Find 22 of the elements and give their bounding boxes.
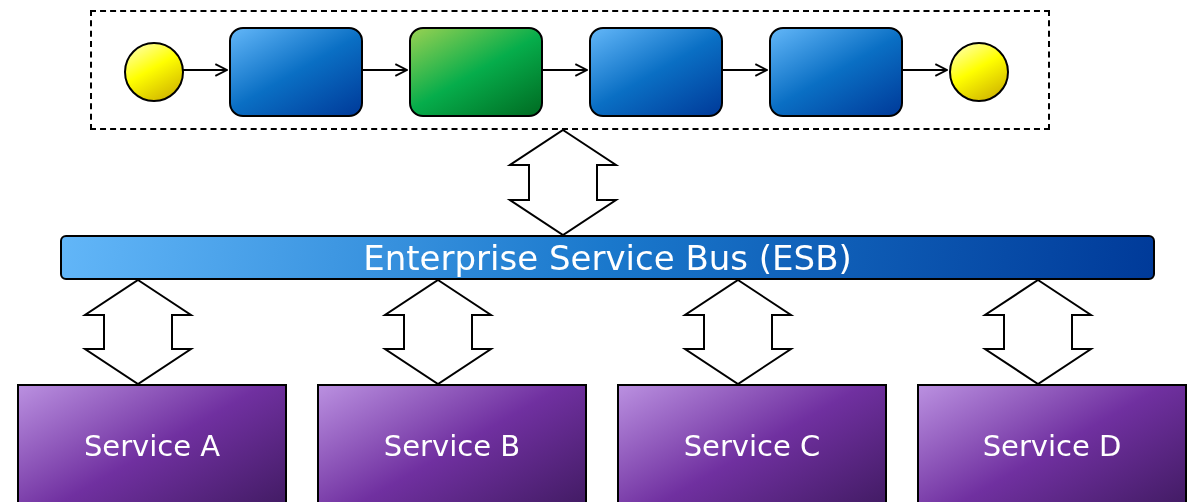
task-box [769, 27, 903, 117]
event-circle [949, 42, 1009, 102]
service-label: Service D [982, 429, 1122, 463]
service-bus-bar [60, 235, 1155, 280]
service-box [617, 384, 887, 502]
task-box [589, 27, 723, 117]
double-block-arrow [981, 278, 1095, 386]
service-box [17, 384, 287, 502]
service-box [317, 384, 587, 502]
double-block-arrow [506, 128, 620, 237]
bus-label: Enterprise Service Bus (ESB) [363, 237, 852, 278]
double-block-arrow [381, 278, 495, 386]
service-box [917, 384, 1187, 502]
double-block-arrow [681, 278, 795, 386]
service-label: Service B [383, 429, 521, 463]
task-box [229, 27, 363, 117]
service-label: Service C [683, 429, 821, 463]
service-label: Service A [83, 429, 221, 463]
process-frame [90, 10, 1050, 130]
event-circle [124, 42, 184, 102]
task-box [409, 27, 543, 117]
double-block-arrow [81, 278, 195, 386]
